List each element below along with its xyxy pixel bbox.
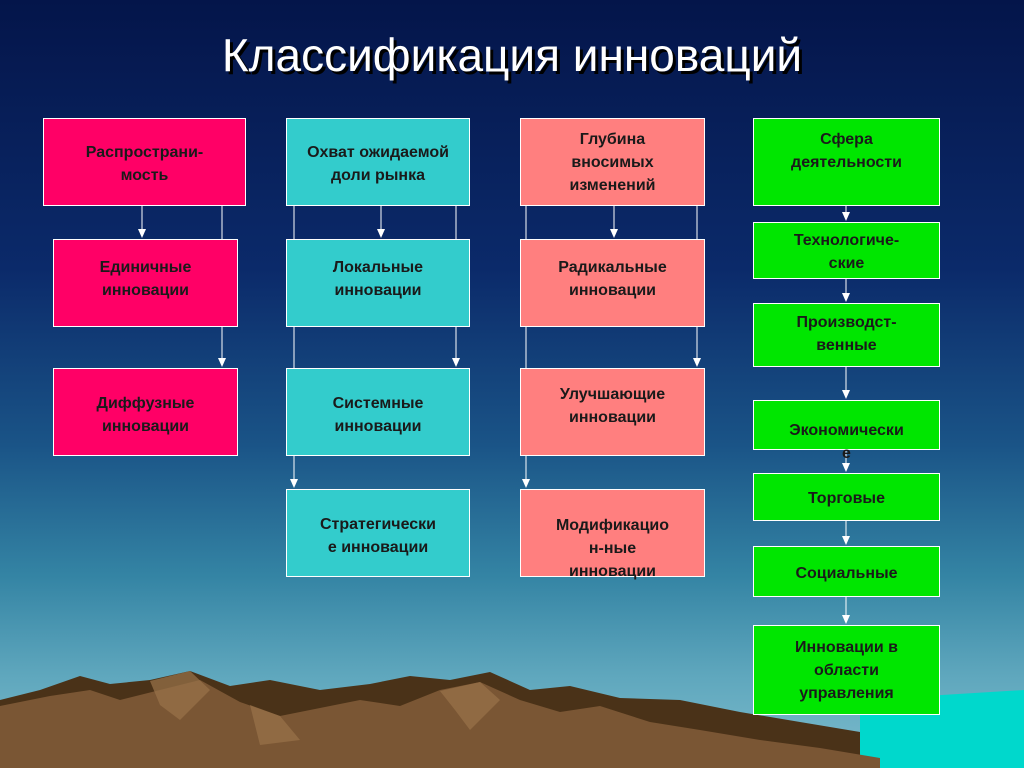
item-modification-innovations: Модификацио н-ные инновации xyxy=(520,489,705,580)
item-system-innovations: Системные инновации xyxy=(286,368,470,456)
mountains-front xyxy=(0,680,880,768)
header-diffusion: Распространи- мость xyxy=(43,118,246,206)
item-trade: Торговые xyxy=(753,473,940,521)
item-radical-innovations: Радикальные инновации xyxy=(520,239,705,327)
item-production: Производст- венные xyxy=(753,303,940,367)
header-change-depth: Глубина вносимых изменений xyxy=(520,118,705,206)
item-local-innovations: Локальные инновации xyxy=(286,239,470,327)
slide-title: Классификация инноваций xyxy=(221,29,803,81)
item-strategic-innovations: Стратегически е инновации xyxy=(286,489,470,577)
item-economic: Экономически е xyxy=(753,400,940,462)
mountain-ridge-highlight xyxy=(150,671,500,745)
header-activity-sphere: Сфера деятельности xyxy=(753,118,940,206)
header-market-share: Охват ожидаемой доли рынка xyxy=(286,118,470,206)
item-diffuse-innovations: Диффузные инновации xyxy=(53,368,238,456)
item-social: Социальные xyxy=(753,546,940,597)
item-single-innovations: Единичные инновации xyxy=(53,239,238,327)
item-improving-innovations: Улучшающие инновации xyxy=(520,368,705,456)
item-technological: Технологиче- ские xyxy=(753,222,940,279)
item-management-innovations: Инновации в области управления xyxy=(753,625,940,715)
